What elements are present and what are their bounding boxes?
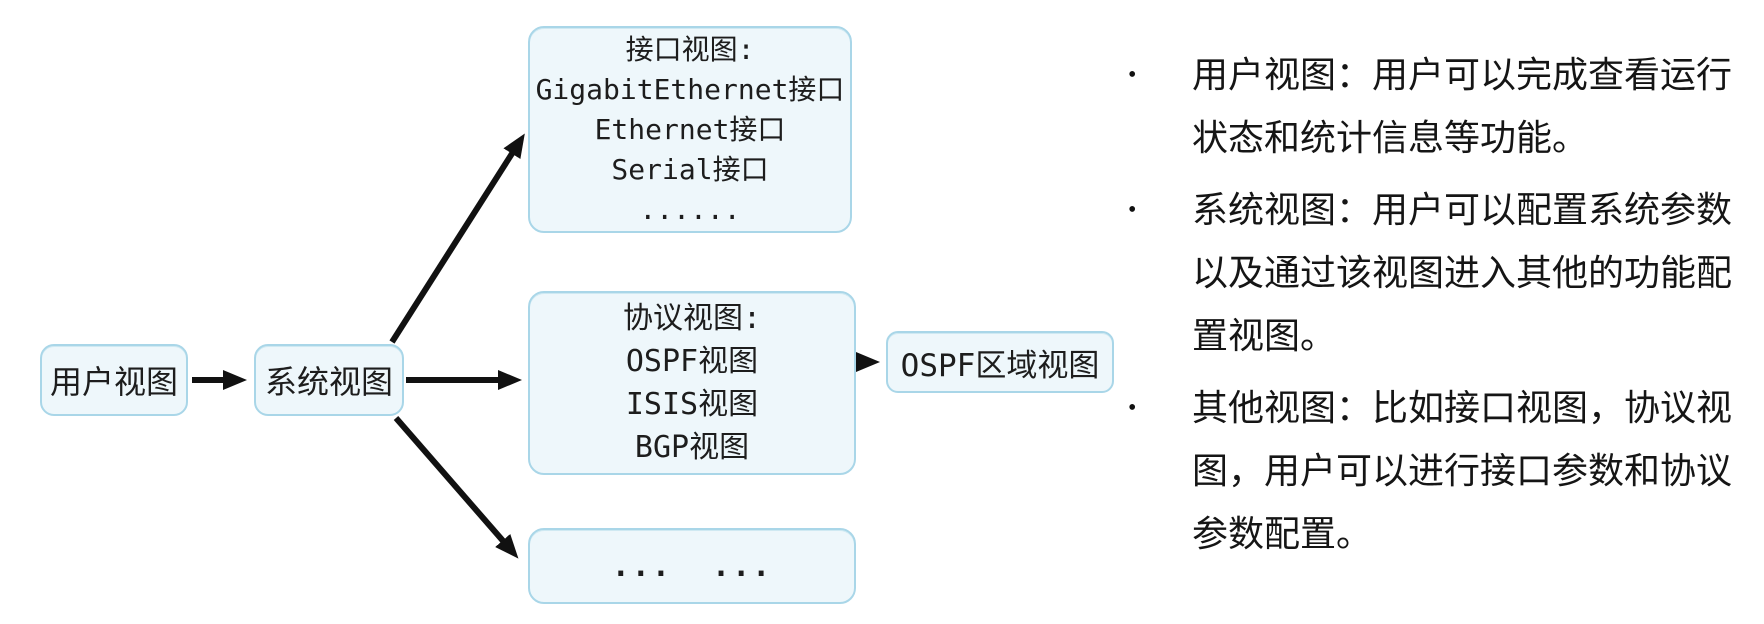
bullet-item-user-view: • 用户视图：用户可以完成查看运行状态和统计信息等功能。 <box>1128 44 1748 170</box>
system-view-box: 系统视图 <box>254 344 404 416</box>
interface-item-serial: Serial接口 <box>611 152 769 186</box>
protocol-item-ospf: OSPF视图 <box>625 344 759 379</box>
other-views-ellipsis: ... ... <box>611 548 773 584</box>
arrow-system-to-interface <box>389 133 525 344</box>
notes-panel: • 用户视图：用户可以完成查看运行状态和统计信息等功能。 • 系统视图：用户可以… <box>1128 44 1748 575</box>
ospf-area-view-label: OSPF区域视图 <box>900 347 1100 384</box>
interface-item-ethernet: Ethernet接口 <box>594 112 786 146</box>
bullet-text-other-views: 其他视图：比如接口视图，协议视图，用户可以进行接口参数和协议参数配置。 <box>1192 388 1733 554</box>
bullet-text-system-view: 系统视图：用户可以配置系统参数以及通过该视图进入其他的功能配置视图。 <box>1192 190 1733 356</box>
bullet-item-system-view: • 系统视图：用户可以配置系统参数以及通过该视图进入其他的功能配置视图。 <box>1128 179 1748 368</box>
interface-view-title: 接口视图: <box>625 32 755 66</box>
protocol-view-box: 协议视图: OSPF视图 ISIS视图 BGP视图 <box>528 291 856 475</box>
user-view-box: 用户视图 <box>40 344 188 416</box>
bullet-text-user-view: 用户视图：用户可以完成查看运行状态和统计信息等功能。 <box>1192 55 1733 158</box>
interface-item-ellipsis: ...... <box>639 192 741 226</box>
bullet-item-other-views: • 其他视图：比如接口视图，协议视图，用户可以进行接口参数和协议参数配置。 <box>1128 377 1748 566</box>
bullet-icon: • <box>1128 197 1137 223</box>
interface-view-box: 接口视图: GigabitEthernet接口 Ethernet接口 Seria… <box>528 26 852 233</box>
protocol-item-isis: ISIS视图 <box>625 387 759 422</box>
bullet-icon: • <box>1128 395 1137 421</box>
interface-item-gigabitethernet: GigabitEthernet接口 <box>535 72 845 106</box>
ospf-area-view-box: OSPF区域视图 <box>886 331 1114 393</box>
other-views-box: ... ... <box>528 528 856 604</box>
protocol-item-bgp: BGP视图 <box>634 430 750 465</box>
arrow-system-to-others <box>393 416 519 559</box>
protocol-view-title: 协议视图: <box>622 301 762 336</box>
bullet-icon: • <box>1128 62 1137 88</box>
user-view-label: 用户视图 <box>49 363 178 401</box>
system-view-label: 系统视图 <box>264 363 393 401</box>
